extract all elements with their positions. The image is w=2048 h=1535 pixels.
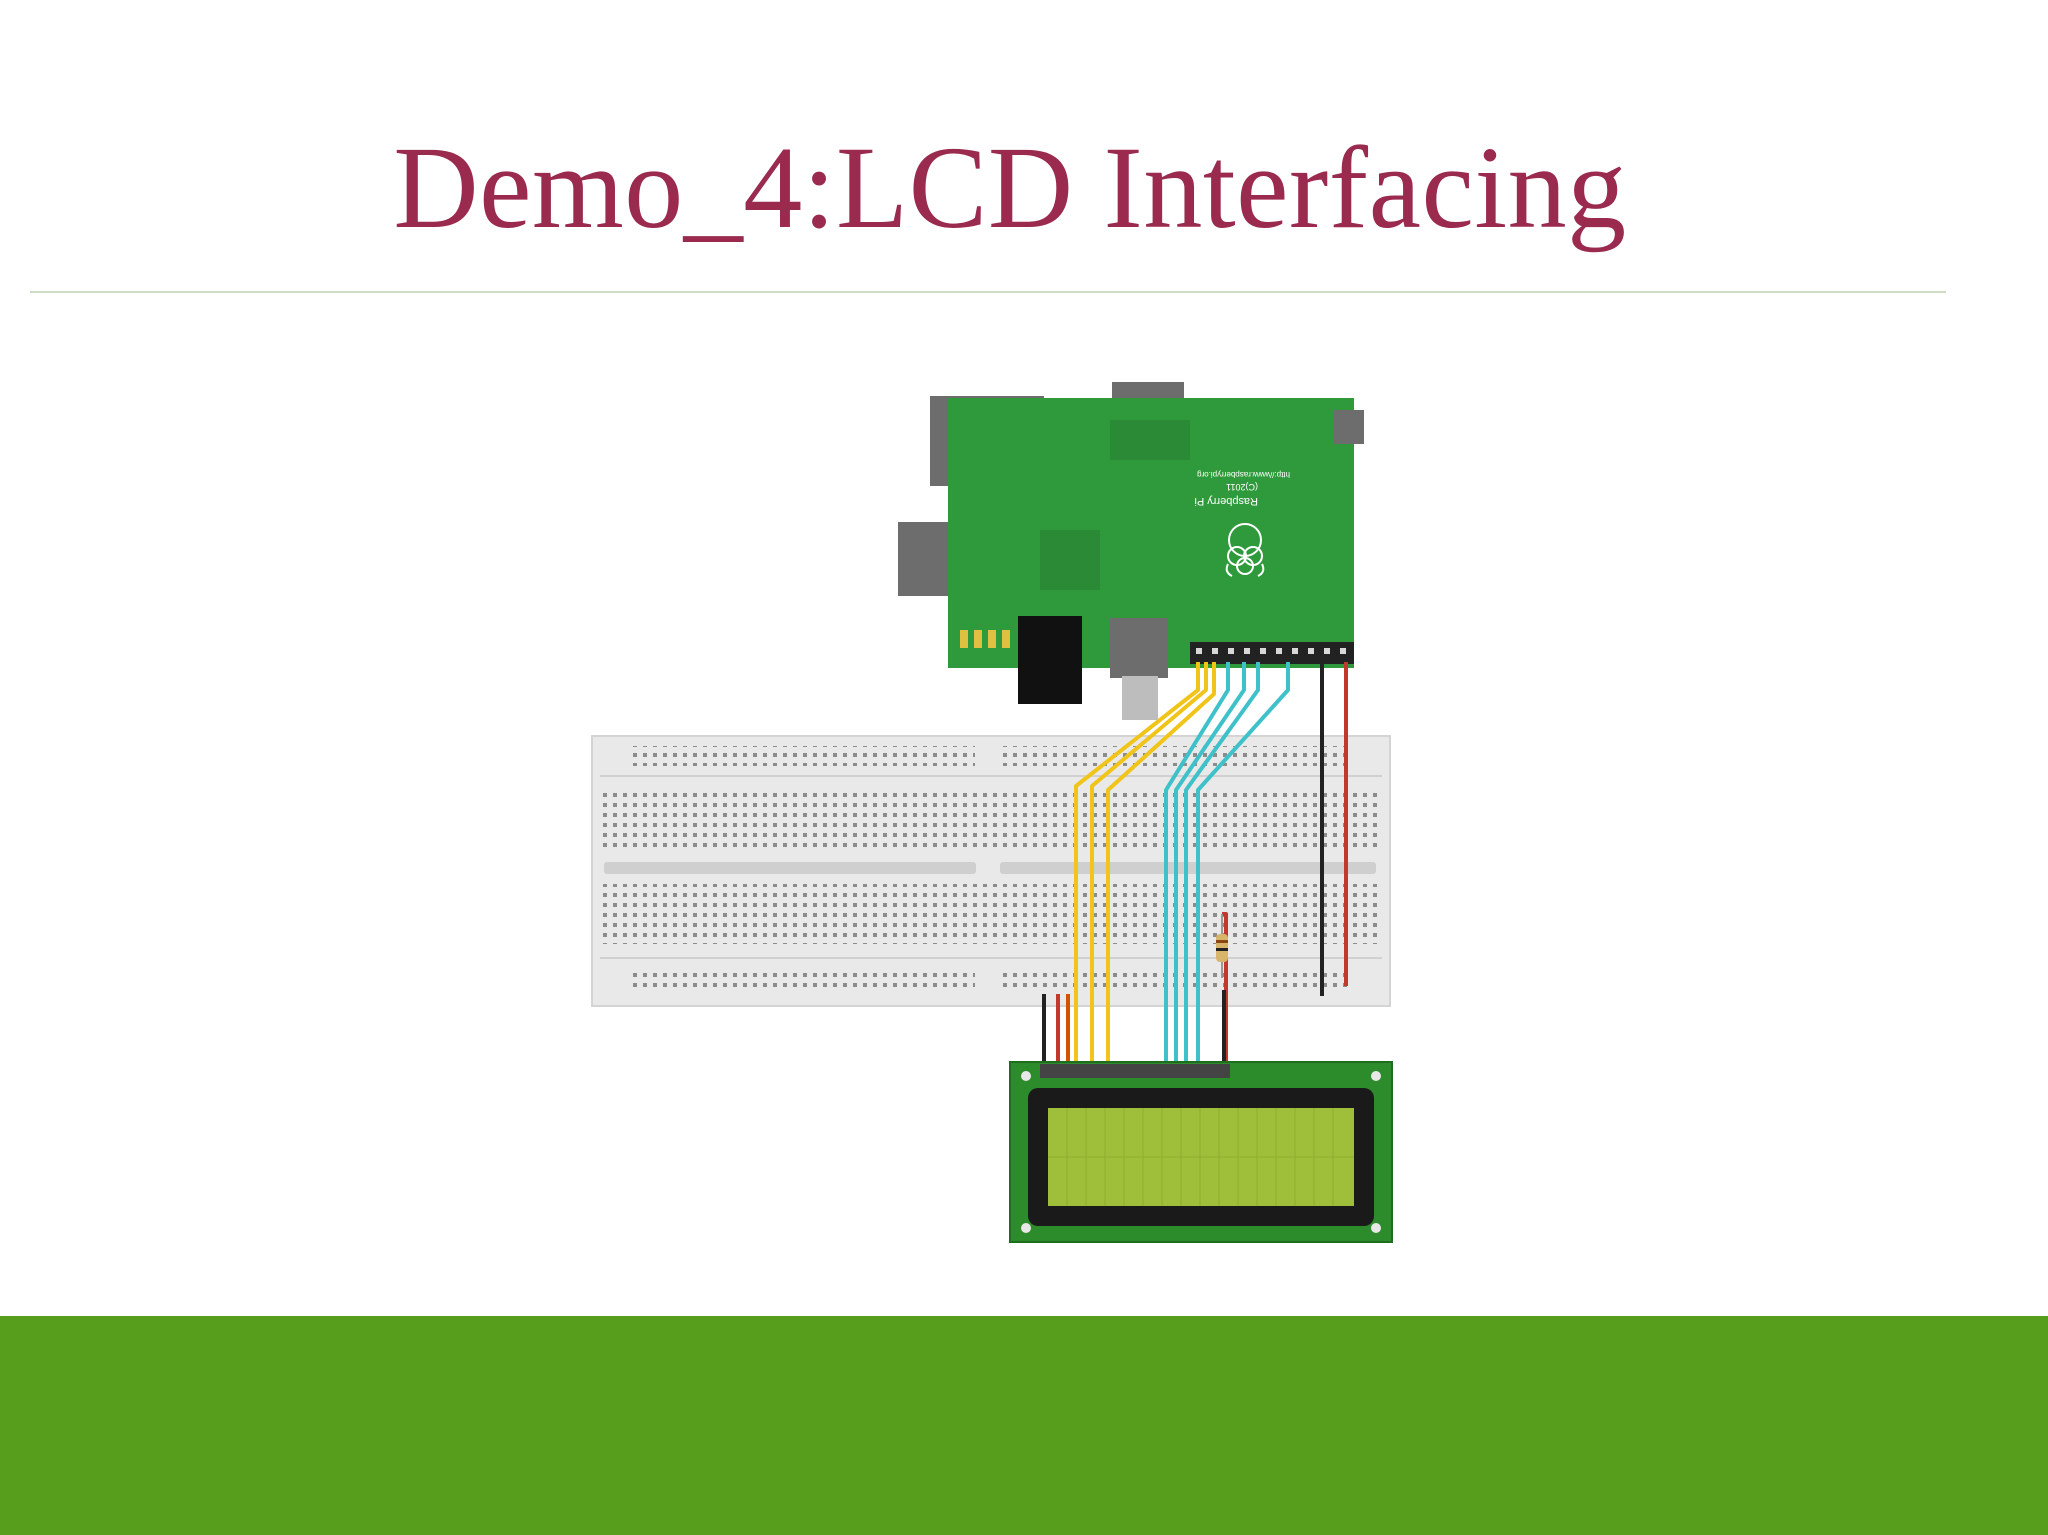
circuit-diagram: Raspberry Pi (C)2011 http://www.raspberr… (591, 382, 1393, 1243)
footer-band (0, 1316, 2048, 1535)
pi-board-url: http://www.raspberrypi.org (1197, 470, 1290, 479)
title-divider (30, 291, 1946, 293)
breadboard (591, 735, 1391, 1007)
resistor (1216, 914, 1228, 978)
pi-board-label: Raspberry Pi (1194, 495, 1258, 507)
pi-board-year: (C)2011 (1226, 482, 1258, 492)
lcd-module (1009, 1061, 1393, 1243)
raspberry-logo (1225, 523, 1265, 577)
raspberry-pi-board: Raspberry Pi (C)2011 http://www.raspberr… (898, 382, 1364, 720)
slide-title: Demo_4:LCD Interfacing (393, 122, 1627, 253)
